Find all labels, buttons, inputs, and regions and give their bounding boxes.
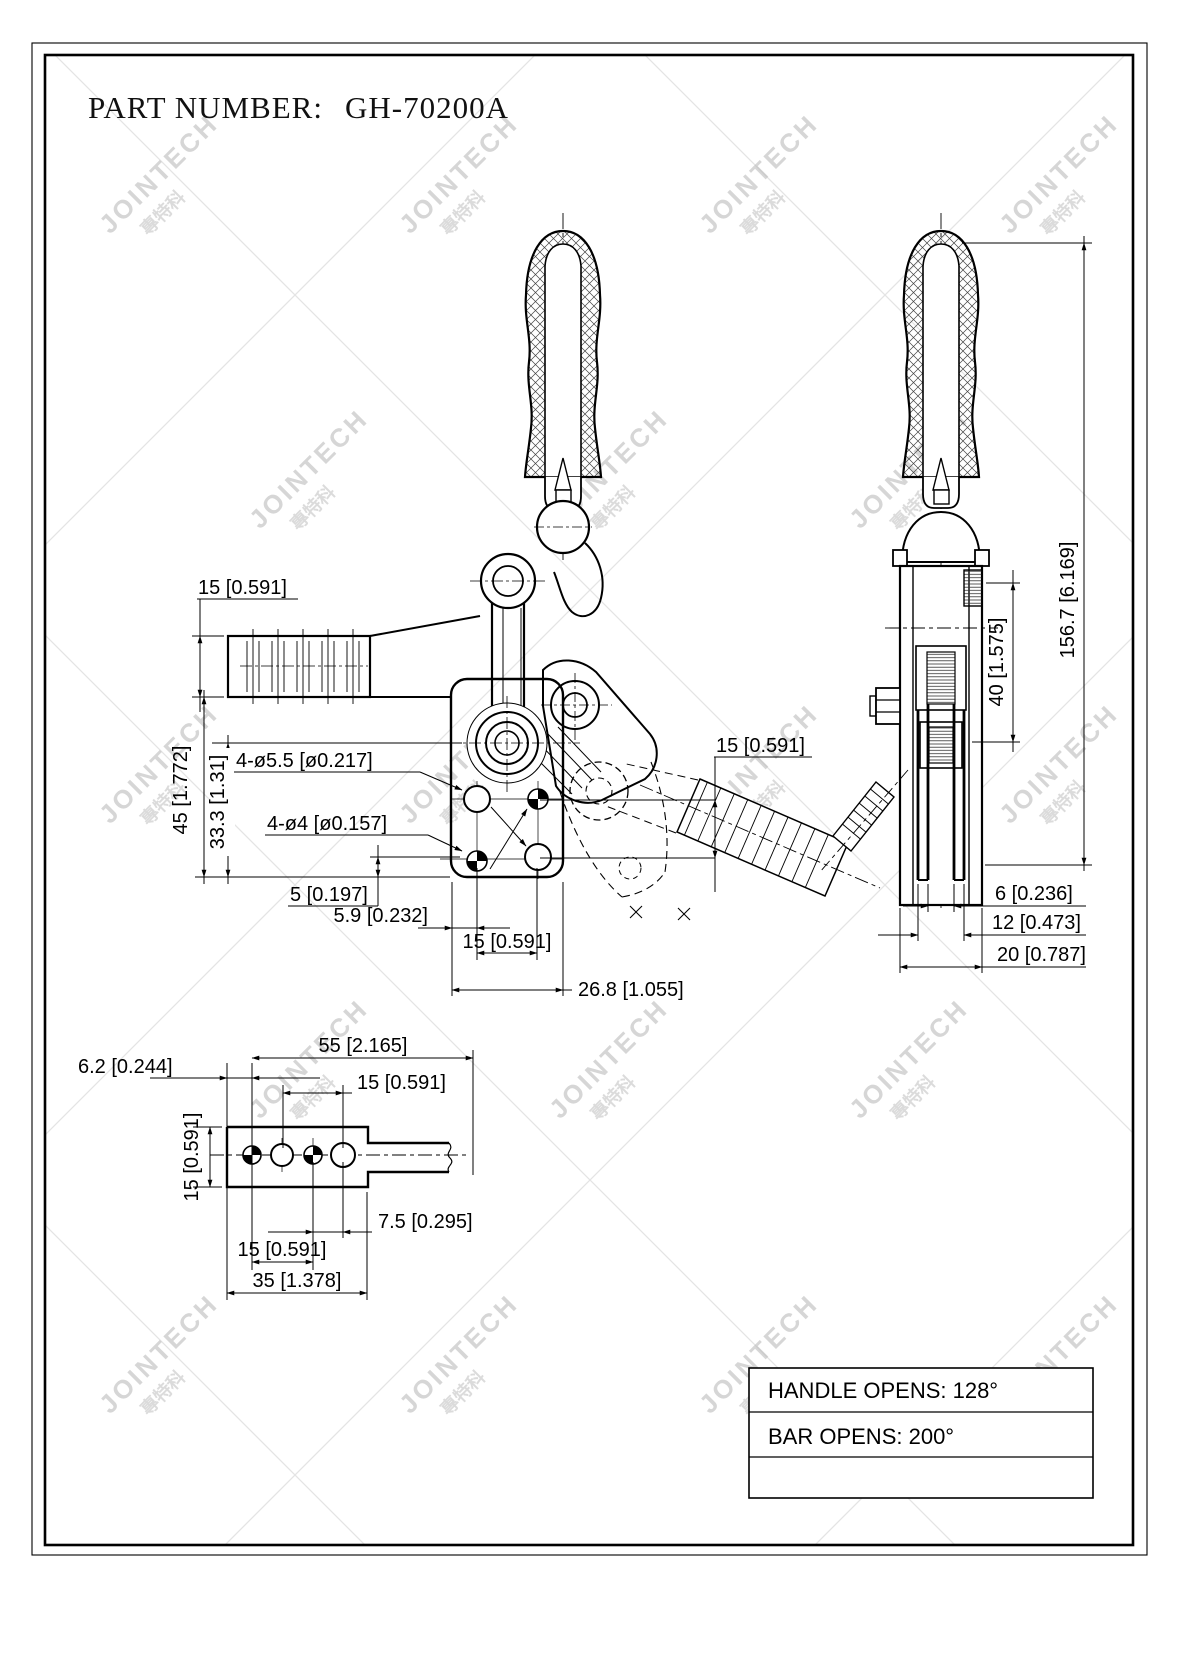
dimension-layer [150, 236, 1092, 1300]
dim-front-offset-edge: 5 [0.197] [290, 884, 368, 906]
dim-bottom-offset-62: 6.2 [0.244] [78, 1056, 173, 1078]
dim-bottom-length-35: 35 [1.378] [253, 1270, 342, 1292]
dim-front-plate-width: 26.8 [1.055] [578, 979, 684, 1001]
dim-front-bar-thickness: 15 [0.591] [198, 577, 287, 599]
dim-front-holes-large: 4-ø5.5 [ø0.217] [236, 750, 373, 772]
page-title: PART NUMBER: GH-70200A [88, 90, 509, 125]
dim-bottom-length-55: 55 [2.165] [319, 1035, 408, 1057]
sheet-frame [31, 42, 1148, 1556]
front-mounting-plate [449, 677, 565, 879]
table-row-bar-opens: BAR OPENS: 200° [768, 1424, 954, 1449]
front-view [226, 213, 881, 921]
dim-side-slot-gap: 6 [0.236] [995, 883, 1073, 905]
dimension-labels: 15 [0.591] 45 [1.772] 33.3 [1.31] 4-ø5.5… [78, 542, 1086, 1292]
dim-front-open-bar: 15 [0.591] [716, 735, 805, 757]
dim-bottom-height-15: 15 [0.591] [181, 1113, 203, 1202]
dim-bottom-offset-75: 7.5 [0.295] [378, 1211, 473, 1233]
dim-side-height-total: 156.7 [6.169] [1057, 542, 1079, 659]
part-number-value: GH-70200A [345, 90, 509, 125]
dim-bottom-pitch-15a: 15 [0.591] [357, 1072, 446, 1094]
dim-front-holes-small: 4-ø4 [ø0.157] [267, 813, 387, 835]
dim-side-height-body: 40 [1.575] [986, 618, 1008, 707]
side-view [819, 213, 998, 908]
dim-front-height-overall: 45 [1.772] [170, 746, 192, 835]
part-number-label: PART NUMBER: [88, 90, 323, 125]
side-u-bar [916, 704, 966, 881]
front-clamp-bar [226, 634, 372, 699]
notes-table: HANDLE OPENS: 128° BAR OPENS: 200° [748, 1367, 1094, 1499]
front-mounting-holes [440, 781, 562, 879]
dim-side-body-width: 20 [0.787] [997, 944, 1086, 966]
dim-front-offset-hole: 5.9 [0.232] [333, 905, 428, 927]
dim-bottom-pitch-15b: 15 [0.591] [238, 1239, 327, 1261]
dim-side-bar-width: 12 [0.473] [992, 912, 1081, 934]
side-open-bar [832, 781, 895, 852]
side-hex-bolt [875, 687, 901, 725]
table-row-handle-opens: HANDLE OPENS: 128° [768, 1378, 998, 1403]
dim-front-hole-pitch: 15 [0.591] [463, 931, 552, 953]
dim-front-height-pivot: 33.3 [1.31] [207, 755, 229, 850]
